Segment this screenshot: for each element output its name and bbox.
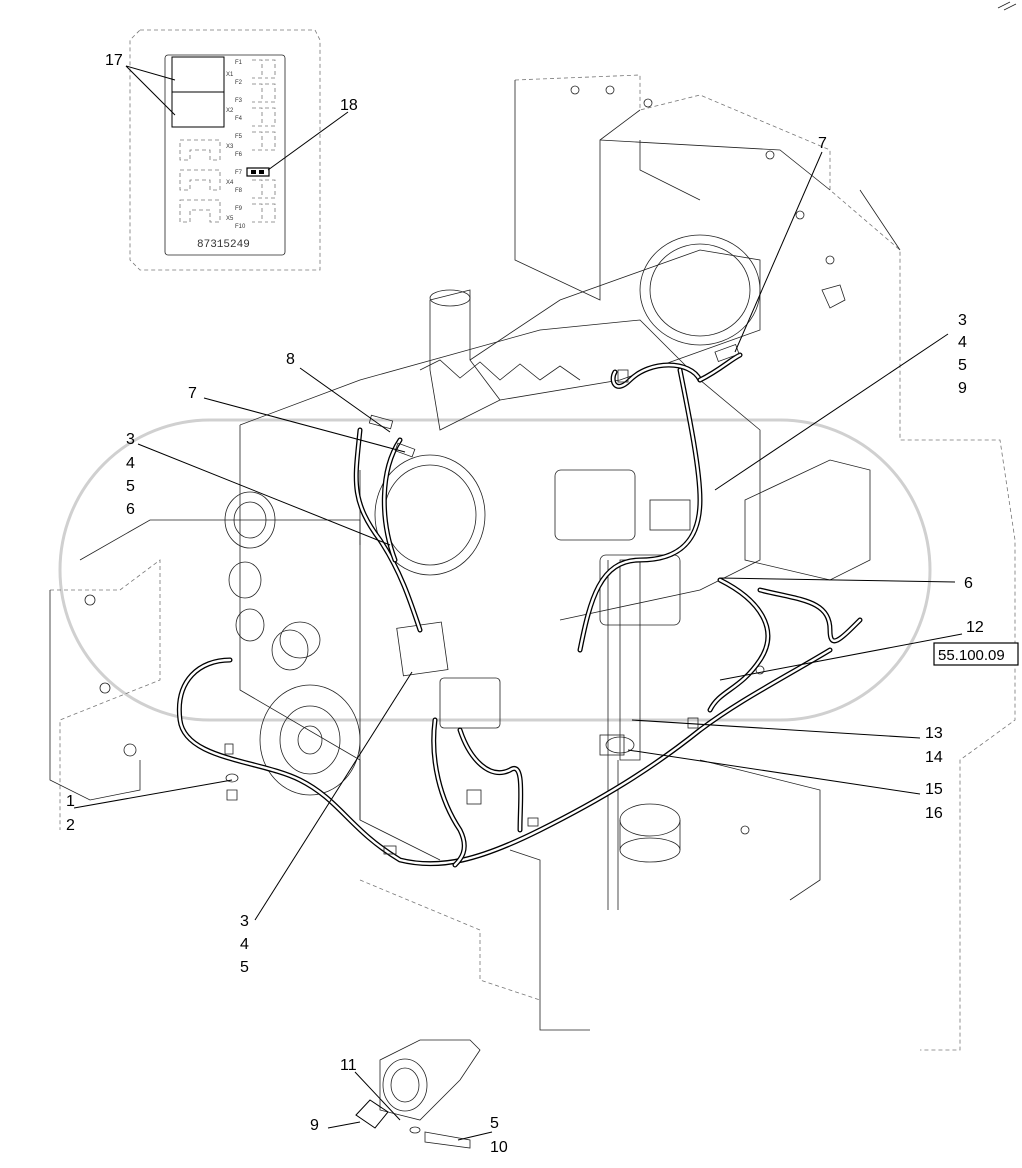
engine-assembly — [224, 234, 871, 910]
callout-7-left: 7 — [188, 385, 197, 402]
relay-label-x4: X4 — [226, 180, 234, 186]
callout-7-top: 7 — [818, 135, 827, 152]
callout-5-right: 5 — [958, 357, 967, 374]
callout-10: 10 — [490, 1139, 508, 1156]
callout-6-left: 6 — [126, 501, 135, 518]
starter-motor-detail — [355, 1039, 481, 1149]
callout-5-detail: 5 — [490, 1115, 499, 1132]
callout-4-right: 4 — [958, 334, 967, 351]
relay-x2 — [171, 91, 225, 128]
callouts: 17 18 7 8 7 3 4 5 9 3 4 5 6 6 12 13 14 1… — [66, 52, 984, 1156]
leader-lines — [73, 65, 963, 1141]
fuse-label-f4: F4 — [235, 116, 243, 122]
callout-8: 8 — [286, 351, 295, 368]
callout-5-left: 5 — [126, 478, 135, 495]
fuse-slots — [252, 59, 276, 223]
relay-label-x5: X5 — [226, 216, 234, 222]
relay-label-x1: X1 — [226, 72, 234, 78]
fuse-label-f1: F1 — [235, 60, 243, 66]
fuse-label-f7: F7 — [235, 170, 243, 176]
reference-box-label: 55.100.09 — [938, 647, 1005, 664]
relay-label-x3: X3 — [226, 144, 234, 150]
fuse-label-f8: F8 — [235, 188, 243, 194]
callout-14: 14 — [925, 749, 943, 766]
callout-18: 18 — [340, 97, 358, 114]
fuse-box-detail: F1 F2 F3 F4 F5 F6 F7 F8 F9 F10 X1 X2 X3 … — [129, 29, 321, 271]
callout-15: 15 — [925, 781, 943, 798]
callout-3-bottom: 3 — [240, 913, 249, 930]
callout-13: 13 — [925, 725, 943, 742]
corner-mark — [997, 1, 1017, 11]
callout-4-left: 4 — [126, 455, 135, 472]
fuse-label-f2: F2 — [235, 80, 243, 86]
callout-1: 1 — [66, 793, 75, 810]
callout-6-right: 6 — [964, 575, 973, 592]
watermark — [58, 418, 932, 722]
callout-16: 16 — [925, 805, 943, 822]
fuse-box-part-number: 87315249 — [197, 239, 250, 251]
callout-3-right: 3 — [958, 312, 967, 329]
reference-box: 55.100.09 — [933, 642, 1019, 666]
callout-2: 2 — [66, 817, 75, 834]
fuse-f7 — [246, 167, 270, 177]
relay-label-x2: X2 — [226, 108, 234, 114]
callout-4-bottom: 4 — [240, 936, 249, 953]
callout-3-left: 3 — [126, 431, 135, 448]
callout-17: 17 — [105, 52, 123, 69]
callout-5-bottom: 5 — [240, 959, 249, 976]
fuse-label-f6: F6 — [235, 152, 243, 158]
callout-12: 12 — [966, 619, 984, 636]
callout-11: 11 — [340, 1057, 357, 1074]
main-harness — [176, 344, 863, 868]
tractor-frame — [49, 74, 1016, 1051]
callout-9-right: 9 — [958, 380, 967, 397]
fuse-label-f10: F10 — [235, 224, 246, 230]
fuse-labels: F1 F2 F3 F4 F5 F6 F7 F8 F9 F10 X1 X2 X3 … — [226, 60, 246, 230]
fuse-label-f3: F3 — [235, 98, 243, 104]
callout-9-bottom: 9 — [310, 1117, 319, 1134]
fuse-label-f5: F5 — [235, 134, 243, 140]
relay-x1 — [171, 56, 225, 93]
fuse-label-f9: F9 — [235, 206, 243, 212]
